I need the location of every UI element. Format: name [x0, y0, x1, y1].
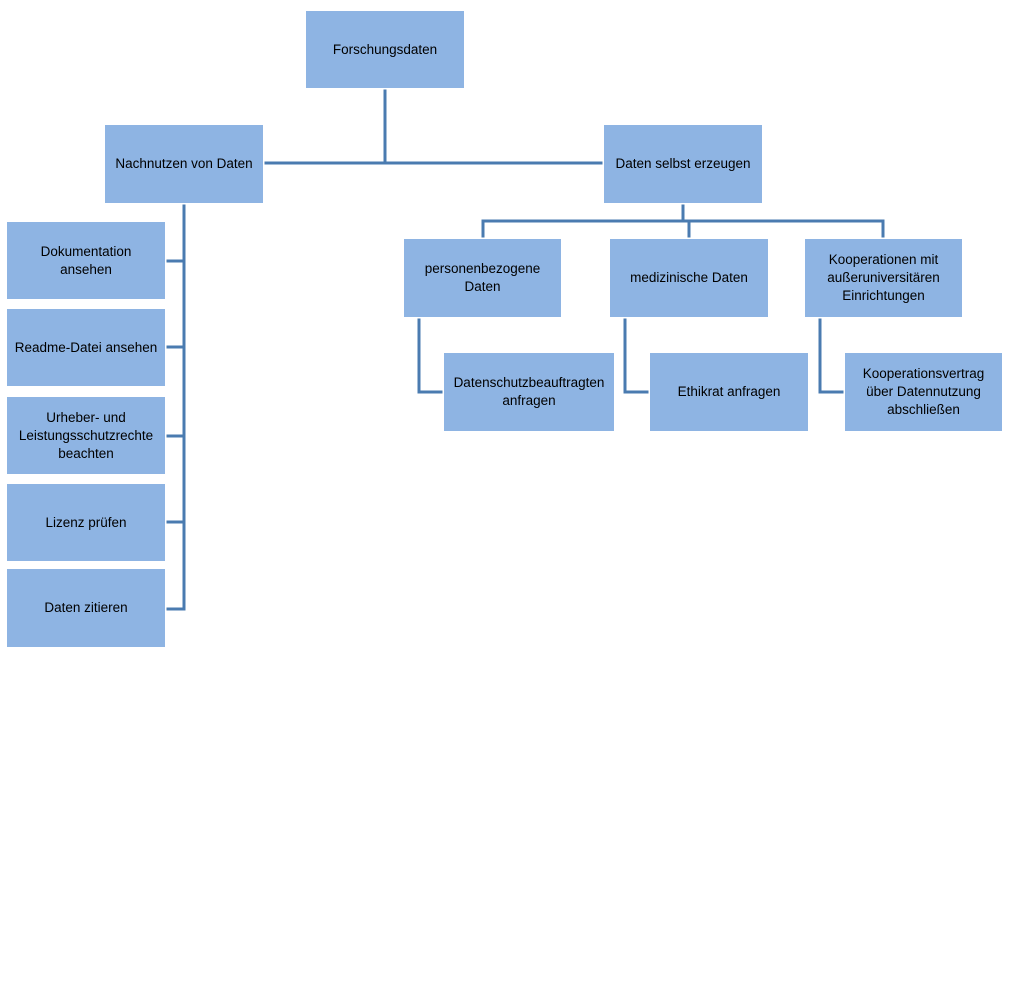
node-nachnutzen-von-daten: Nachnutzen von Daten — [105, 125, 263, 203]
node-urheber-leistungsschutzrechte: Urheber- und Leistungsschutzrechte beach… — [7, 397, 165, 474]
node-datenschutzbeauftragten-anfragen: Datenschutzbeauftragten anfragen — [444, 353, 614, 431]
node-lizenz-pruefen: Lizenz prüfen — [7, 484, 165, 561]
node-personenbezogene-daten: personenbezogene Daten — [404, 239, 561, 317]
node-kooperationsvertrag-abschliessen: Kooperationsvertrag über Datennutzung ab… — [845, 353, 1002, 431]
node-medizinische-daten: medizinische Daten — [610, 239, 768, 317]
node-dokumentation-ansehen: Dokumentation ansehen — [7, 222, 165, 299]
node-ethikrat-anfragen: Ethikrat anfragen — [650, 353, 808, 431]
node-daten-zitieren: Daten zitieren — [7, 569, 165, 647]
node-forschungsdaten: Forschungsdaten — [306, 11, 464, 88]
node-kooperationen-ausseruniversitaer: Kooperationen mit außeruniversitären Ein… — [805, 239, 962, 317]
node-readme-datei-ansehen: Readme-Datei ansehen — [7, 309, 165, 386]
node-daten-selbst-erzeugen: Daten selbst erzeugen — [604, 125, 762, 203]
